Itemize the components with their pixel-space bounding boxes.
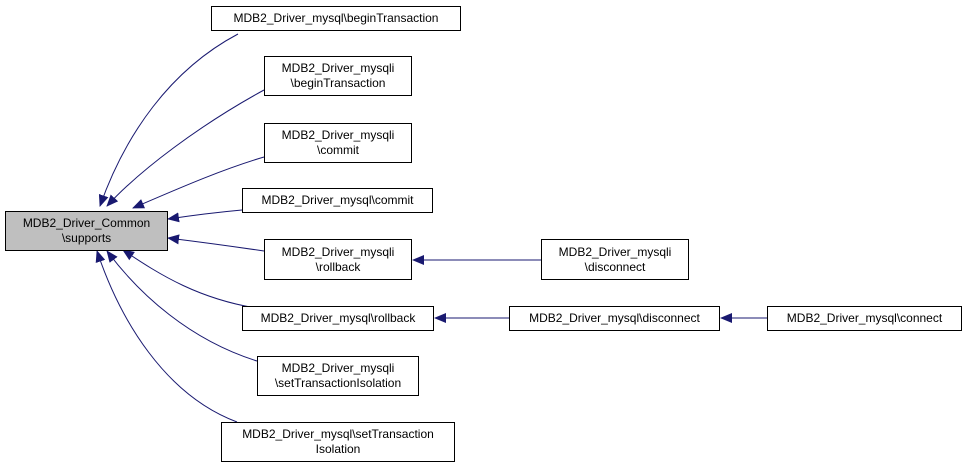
node-label-line1: MDB2_Driver_mysql\disconnect	[529, 311, 700, 325]
node-label-line1: MDB2_Driver_mysql\beginTransaction	[233, 11, 439, 25]
edge-n3-to-root	[132, 156, 265, 209]
edge-n5-to-root	[167, 234, 265, 252]
node-label-line2: \rollback	[315, 259, 361, 274]
node-mysql-commit[interactable]: MDB2_Driver_mysql\commit	[242, 188, 433, 213]
node-mysqli-rollback[interactable]: MDB2_Driver_mysqli \rollback	[264, 239, 412, 280]
node-label-line2: \setTransactionIsolation	[274, 376, 402, 390]
node-label-line1: MDB2_Driver_mysql\connect	[786, 311, 943, 325]
edge-n4-to-root	[167, 209, 243, 223]
edge-n8-to-root	[95, 250, 238, 423]
node-label-line1: MDB2_Driver_mysqli	[558, 244, 672, 259]
node-label-line1: MDB2_Driver_mysqli	[281, 61, 395, 75]
node-label-line1: MDB2_Driver_mysqli	[281, 244, 395, 259]
node-mysqli-disconnect[interactable]: MDB2_Driver_mysqli \disconnect	[541, 239, 689, 280]
node-mysql-begintransaction[interactable]: MDB2_Driver_mysql\beginTransaction	[211, 6, 461, 31]
node-label-line1: MDB2_Driver_mysql\rollback	[260, 311, 416, 325]
node-mysql-connect[interactable]: MDB2_Driver_mysql\connect	[767, 306, 962, 331]
node-common-supports: MDB2_Driver_Common \supports	[5, 211, 168, 251]
edge-n1-to-root	[98, 33, 239, 207]
node-label-line2: \supports	[61, 231, 112, 245]
node-mysql-settransactionisolation[interactable]: MDB2_Driver_mysql\setTransaction Isolati…	[221, 422, 455, 462]
node-label-line1: MDB2_Driver_mysqli	[281, 361, 395, 375]
node-label-line2: Isolation	[315, 442, 361, 456]
node-label-line2: \commit	[317, 143, 359, 157]
node-mysqli-begintransaction[interactable]: MDB2_Driver_mysqli \beginTransaction	[264, 56, 412, 96]
edge-n7-to-root	[106, 250, 258, 362]
node-mysql-rollback[interactable]: MDB2_Driver_mysql\rollback	[242, 306, 434, 331]
node-mysqli-settransactionisolation[interactable]: MDB2_Driver_mysqli \setTransactionIsolat…	[257, 356, 419, 396]
edge-n2-to-root	[106, 89, 265, 207]
node-label-line2: \disconnect	[584, 259, 646, 274]
node-label-line2: \beginTransaction	[290, 76, 386, 90]
node-label-line1: MDB2_Driver_Common	[22, 216, 151, 230]
node-label-line1: MDB2_Driver_mysql\setTransaction	[242, 427, 434, 441]
node-label-line1: MDB2_Driver_mysqli	[281, 128, 395, 142]
node-mysqli-commit[interactable]: MDB2_Driver_mysqli \commit	[264, 123, 412, 163]
node-label-line1: MDB2_Driver_mysql\commit	[261, 193, 414, 207]
node-mysql-disconnect[interactable]: MDB2_Driver_mysql\disconnect	[509, 306, 720, 331]
edge-n6-to-root	[122, 249, 263, 310]
